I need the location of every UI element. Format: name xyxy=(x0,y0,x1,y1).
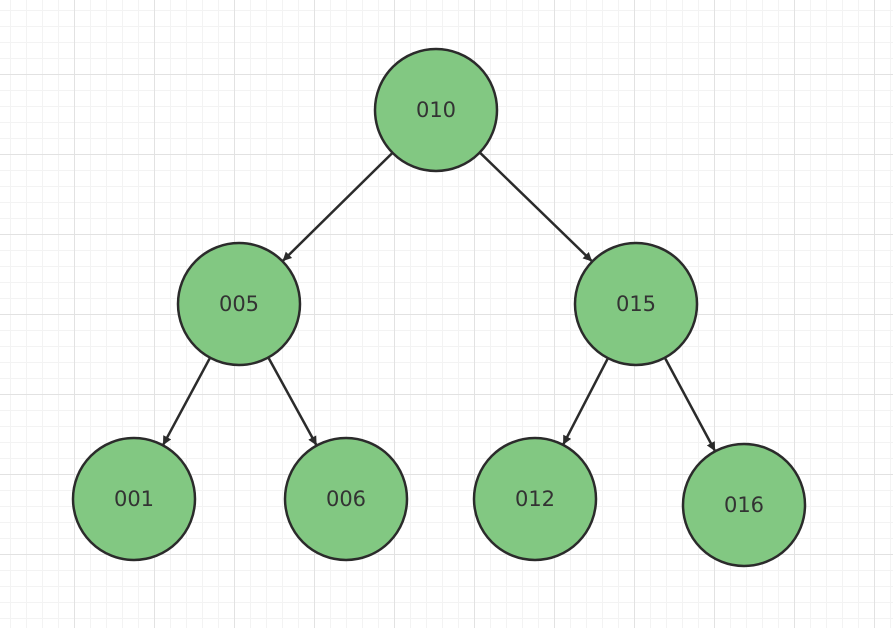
node-label: 005 xyxy=(219,292,259,316)
node-circle xyxy=(283,436,409,562)
node-circle xyxy=(573,241,699,367)
edge-arrow-005-to-001 xyxy=(162,357,211,446)
node-circle xyxy=(681,442,807,568)
edge-arrow-010-to-005 xyxy=(282,152,393,262)
edge-arrow-015-to-016 xyxy=(664,358,716,452)
node-label: 015 xyxy=(616,292,656,316)
tree-node-001[interactable]: 001 xyxy=(71,436,197,562)
node-label: 006 xyxy=(326,487,366,511)
edges-layer xyxy=(162,152,716,452)
tree-node-016[interactable]: 016 xyxy=(681,442,807,568)
tree-node-012[interactable]: 012 xyxy=(472,436,598,562)
tree-node-006[interactable]: 006 xyxy=(283,436,409,562)
edge-arrow-010-to-015 xyxy=(479,152,593,262)
tree-node-010[interactable]: 010 xyxy=(373,47,499,173)
node-label: 001 xyxy=(114,487,154,511)
node-label: 012 xyxy=(515,487,555,511)
edge-arrow-005-to-006 xyxy=(267,357,318,446)
node-label: 016 xyxy=(724,493,764,517)
node-circle xyxy=(176,241,302,367)
node-circle xyxy=(373,47,499,173)
tree-node-015[interactable]: 015 xyxy=(573,241,699,367)
node-label: 010 xyxy=(416,98,456,122)
nodes-layer: 010 005 015 001 006 012 016 xyxy=(71,47,807,568)
node-circle xyxy=(472,436,598,562)
edge-arrow-015-to-012 xyxy=(562,358,609,445)
tree-node-005[interactable]: 005 xyxy=(176,241,302,367)
node-circle xyxy=(71,436,197,562)
